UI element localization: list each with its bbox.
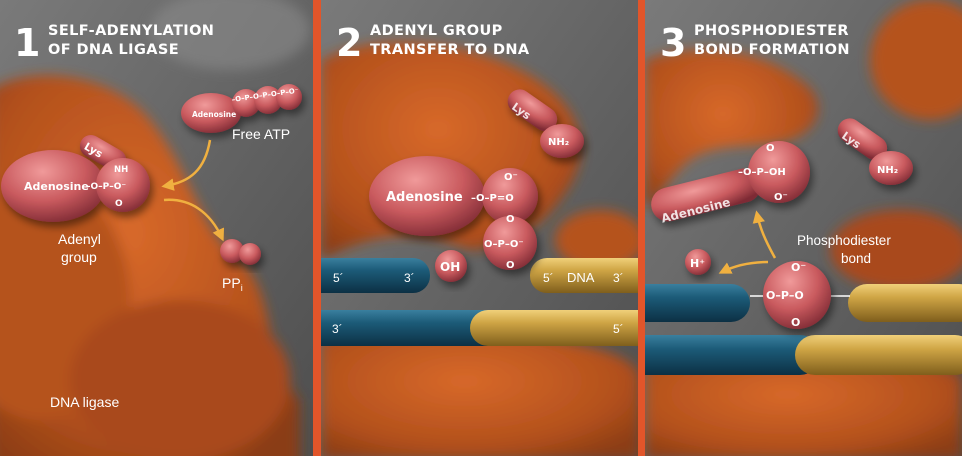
panel-2-title-line1: ADENYL GROUP — [370, 23, 503, 39]
adenyl-group-label-line2: group — [61, 249, 97, 265]
dna-end-5-bottom-right: 5´ — [613, 322, 624, 336]
lys-stalk-3 — [837, 118, 913, 185]
nh2-label-2: NH₂ — [548, 137, 569, 148]
dna-strand-gold-bottom — [470, 310, 638, 346]
bond-o-top: O⁻ — [791, 261, 806, 274]
adenylated-molecule-2 — [369, 156, 538, 270]
adenylated-complex — [1, 150, 150, 222]
lys-stalk-2 — [507, 89, 584, 158]
separator-2 — [638, 0, 645, 456]
dna-end-5-top-left: 5´ — [333, 271, 344, 285]
dna3-gold-bottom — [795, 335, 962, 375]
ppi-molecule — [220, 239, 261, 265]
adenyl-group-label-line1: Adenyl — [58, 231, 101, 247]
panel-2-number: 2 — [336, 21, 362, 65]
dna3-blue-bottom — [645, 335, 820, 375]
o-bottom-2: O — [506, 260, 515, 271]
amp-release-arrow — [752, 210, 777, 259]
panel-1-title-line2: OF DNA LIGASE — [48, 42, 179, 58]
nh-label: NH — [114, 165, 128, 175]
oh-label: OH — [440, 260, 460, 274]
dna3-gold-top — [848, 284, 962, 322]
h-plus-ion — [685, 249, 711, 275]
p1-row-2: –O–P=O — [471, 193, 514, 204]
atp-adenosine-label: Adenosine — [192, 110, 236, 119]
bond-row: O–P–O — [766, 289, 804, 302]
adenosine-label-1: Adenosine — [24, 180, 89, 193]
phosphodiester-label-line2: bond — [841, 251, 871, 266]
bond-o-bottom: O — [791, 316, 800, 329]
p2-row-2: O–P–O⁻ — [484, 239, 524, 250]
dna-strand-blue-top — [321, 258, 430, 293]
panel-3-title-line2: BOND FORMATION — [694, 42, 850, 58]
oh-group — [435, 250, 467, 282]
dna-end-3-bottom-left: 3´ — [332, 322, 343, 336]
release-ppi-arrow — [163, 198, 225, 242]
panel-1-number: 1 — [14, 21, 40, 65]
dna-end-3-top-right: 3´ — [613, 271, 624, 285]
panel-1: 1 SELF-ADENYLATION OF DNA LIGASE Adenosi… — [0, 0, 313, 456]
dna3-blue-top — [645, 284, 750, 322]
adenosine-label-2: Adenosine — [386, 190, 463, 205]
dna-end-3-top-mid: 3´ — [404, 271, 415, 285]
atp-to-complex-arrow — [161, 139, 212, 191]
o-mid-2: O — [506, 214, 515, 225]
dna-end-5-top-mid: 5´ — [543, 271, 554, 285]
phosphate-label-1: –O–P–O⁻ — [86, 182, 126, 192]
dna-label: DNA — [567, 270, 595, 285]
amp-o-bottom: O⁻ — [774, 192, 788, 203]
phosphodiester-label-line1: Phosphodiester — [797, 233, 891, 248]
phosphate-o-label-1: O — [115, 199, 123, 209]
separator-1 — [313, 0, 321, 456]
amp-o-top: O — [766, 143, 775, 154]
panel-2: 2 ADENYL GROUP TRANSFER TO DNA Lys NH₂ 5… — [321, 0, 638, 456]
released-amp — [651, 141, 810, 222]
panel-1-title-line1: SELF-ADENYLATION — [48, 23, 214, 39]
amp-row: –O–P–OH — [738, 167, 786, 178]
panel-3: 3 PHOSPHODIESTER BOND FORMATION Adenosin… — [645, 0, 962, 456]
dna-strand-gold-top — [530, 258, 638, 293]
h-plus-release-arrow — [718, 260, 769, 274]
dna-ligase-label: DNA ligase — [50, 394, 119, 410]
panel-3-enzyme — [645, 0, 962, 456]
ppi-label: PPi — [222, 275, 243, 293]
o-minus-top-2: O⁻ — [504, 172, 518, 183]
panel-3-number: 3 — [660, 21, 686, 65]
free-atp-label: Free ATP — [232, 126, 290, 142]
h-plus-label: H⁺ — [690, 257, 705, 270]
panel-3-title-line1: PHOSPHODIESTER — [694, 23, 849, 39]
free-atp-molecule — [181, 84, 302, 133]
nh2-label-3: NH₂ — [877, 165, 898, 176]
phosphodiester-phosphate — [763, 261, 831, 329]
panel-2-title-line2: TRANSFER TO DNA — [370, 42, 530, 58]
